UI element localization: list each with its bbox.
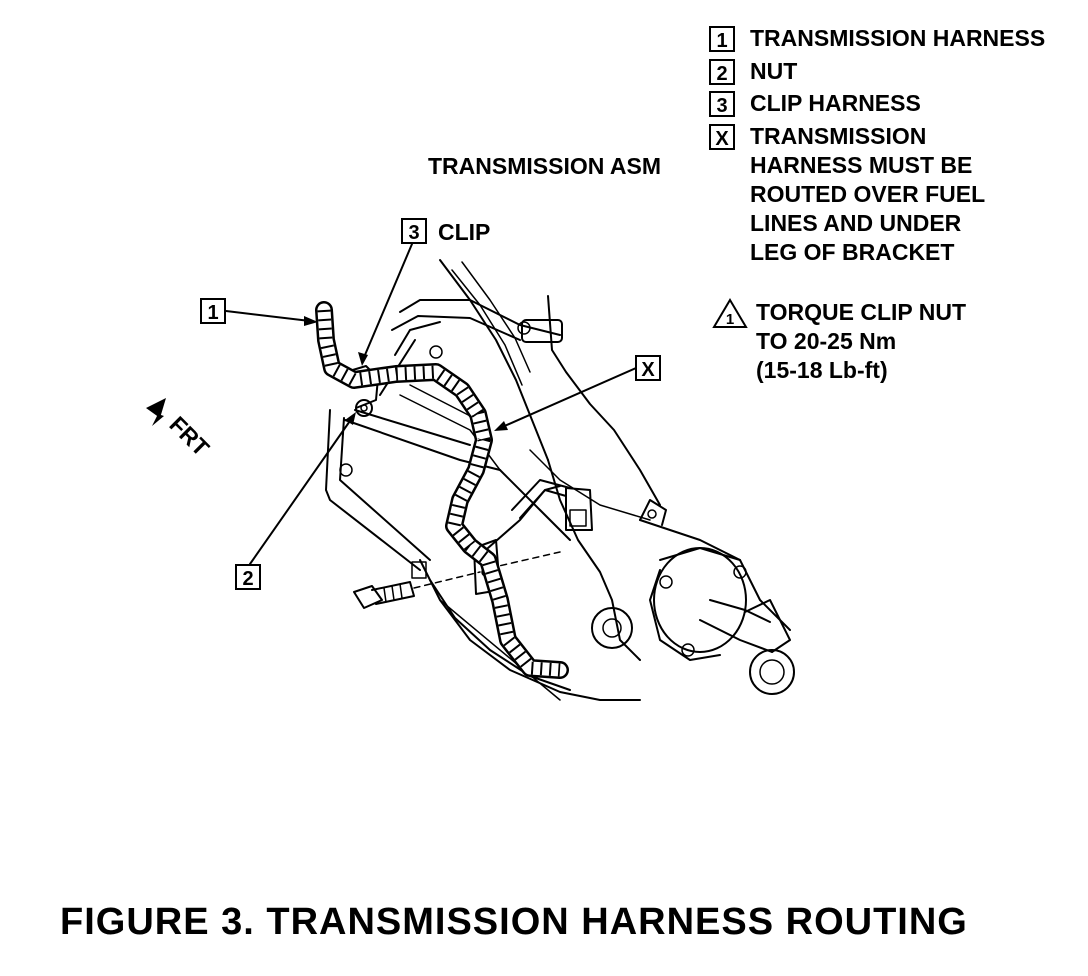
- svg-text:TORQUE CLIP NUT: TORQUE CLIP NUT: [756, 299, 966, 325]
- figure-title: FIGURE 3. TRANSMISSION HARNESS ROUTING: [60, 901, 968, 943]
- transmission-harness: [315, 301, 569, 679]
- legend-item-2: 2 NUT: [709, 58, 797, 85]
- bolt: [353, 551, 561, 609]
- svg-text:2: 2: [716, 63, 727, 85]
- legend-item-1: 1 TRANSMISSION HARNESS: [709, 25, 1045, 52]
- svg-text:ROUTED OVER FUEL: ROUTED OVER FUEL: [750, 181, 985, 207]
- svg-text:HARNESS MUST BE: HARNESS MUST BE: [750, 152, 972, 178]
- svg-text:3: 3: [716, 95, 727, 117]
- svg-text:FRT: FRT: [164, 411, 214, 461]
- assembly-label: TRANSMISSION ASM: [428, 153, 661, 179]
- svg-text:(15-18 Lb-ft): (15-18 Lb-ft): [756, 357, 888, 383]
- svg-text:CLIP: CLIP: [438, 219, 490, 245]
- torque-note: 1 TORQUE CLIP NUT TO 20-25 Nm (15-18 Lb-…: [712, 298, 966, 383]
- svg-text:LINES AND UNDER: LINES AND UNDER: [750, 210, 962, 236]
- legend-item-3: 3 CLIP HARNESS: [709, 90, 921, 117]
- legend-item-x: X TRANSMISSION HARNESS MUST BE ROUTED OV…: [709, 123, 985, 265]
- svg-text:1: 1: [716, 30, 727, 52]
- svg-text:X: X: [715, 128, 729, 150]
- svg-text:NUT: NUT: [750, 58, 797, 84]
- svg-text:3: 3: [408, 222, 419, 244]
- transmission-assembly-drawing: [315, 259, 795, 701]
- svg-text:X: X: [641, 359, 655, 381]
- svg-text:2: 2: [242, 568, 253, 590]
- svg-text:1: 1: [726, 311, 734, 328]
- front-indicator: FRT: [146, 398, 214, 461]
- clip-callout: 3 CLIP: [358, 218, 490, 366]
- svg-text:CLIP HARNESS: CLIP HARNESS: [750, 90, 921, 116]
- front-arrow-icon: [146, 398, 166, 426]
- svg-text:LEG OF BRACKET: LEG OF BRACKET: [750, 239, 954, 265]
- svg-text:TO 20-25 Nm: TO 20-25 Nm: [756, 328, 896, 354]
- callout-1: 1: [200, 298, 318, 326]
- bell-flange: [653, 547, 747, 653]
- callout-x: X: [494, 355, 661, 431]
- legend: 1 TRANSMISSION HARNESS 2 NUT 3 CLIP HARN…: [709, 25, 1045, 383]
- warning-triangle-icon: 1: [712, 298, 748, 328]
- svg-text:TRANSMISSION HARNESS: TRANSMISSION HARNESS: [750, 25, 1045, 51]
- svg-text:TRANSMISSION: TRANSMISSION: [750, 123, 926, 149]
- callout-2: 2: [235, 412, 356, 590]
- svg-text:1: 1: [207, 302, 218, 324]
